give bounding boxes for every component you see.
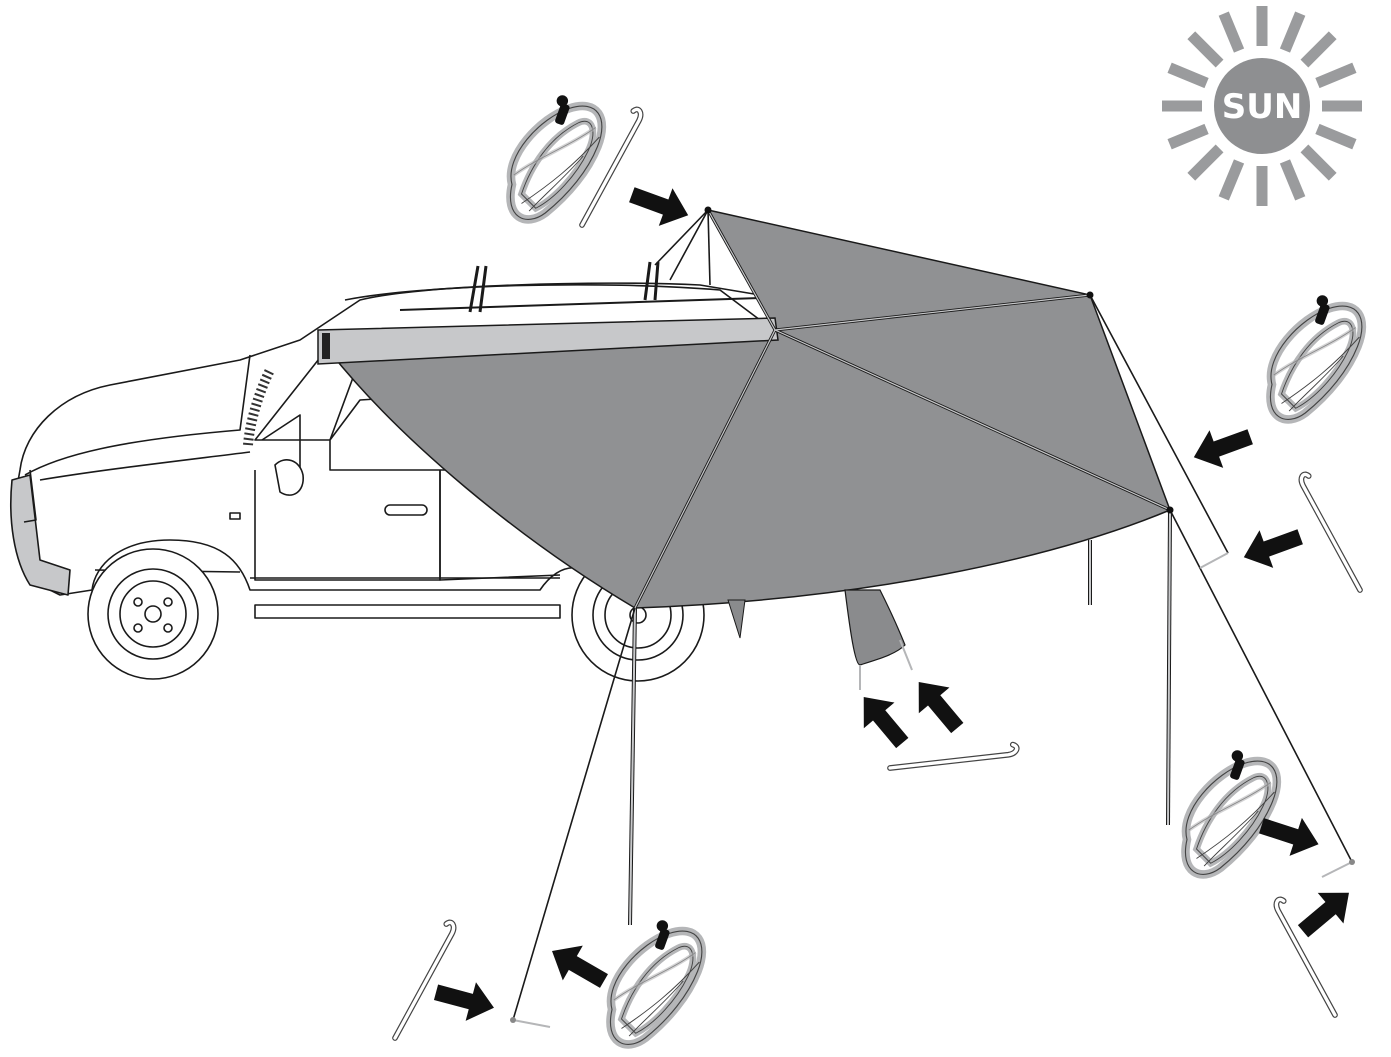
- tent-peg-icon: [395, 922, 454, 1038]
- rope-coil-icon: [610, 920, 701, 1044]
- sun-ray: [1170, 68, 1207, 83]
- rope-coil-icon: [1185, 750, 1276, 874]
- arrow-icon: [903, 669, 972, 741]
- arrow-icon: [1237, 518, 1307, 576]
- front-wheel: [88, 549, 218, 679]
- sun-ray: [1285, 161, 1300, 198]
- arrow-icon: [542, 934, 614, 999]
- sun-ray: [1285, 14, 1300, 51]
- arrow-icon: [1187, 418, 1257, 476]
- arrow-icon: [625, 176, 695, 234]
- arrow-icon: [431, 973, 499, 1027]
- sun-ray: [1317, 129, 1354, 144]
- sun-icon: SUN: [1162, 6, 1362, 206]
- sun-ray: [1170, 129, 1207, 144]
- sun-ray: [1191, 35, 1219, 63]
- rope-coil-icon: [510, 95, 601, 219]
- sun-ray: [1304, 35, 1332, 63]
- sun-ray: [1224, 14, 1239, 51]
- sun-label: SUN: [1222, 87, 1303, 127]
- tent-peg-icon: [1301, 474, 1360, 590]
- sun-ray: [1224, 161, 1239, 198]
- arrow-icon: [848, 684, 917, 756]
- sun-ray: [1317, 68, 1354, 83]
- sun-ray: [1304, 148, 1332, 176]
- arrow-icon: [1290, 877, 1362, 946]
- rope-coil-icon: [1270, 295, 1361, 419]
- sun-ray: [1191, 148, 1219, 176]
